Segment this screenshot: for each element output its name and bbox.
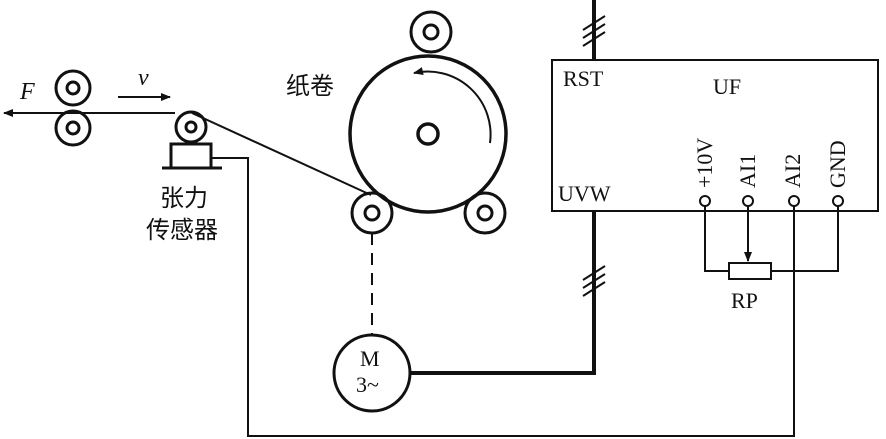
- uf-label: UF: [713, 74, 742, 99]
- upper-feed-roller: [54, 69, 92, 107]
- velocity-label: v: [138, 65, 149, 91]
- terminal-ai2-label: AI2: [780, 153, 805, 188]
- lower-feed-roller: [54, 109, 92, 147]
- terminal-ai2: [788, 195, 800, 207]
- uvw-motor-line: [410, 211, 596, 375]
- guide-rollers: [350, 10, 507, 235]
- paper-roll-label: 纸卷: [286, 72, 334, 100]
- terminal-ai1-label: AI1: [735, 153, 760, 188]
- paper-roll: [348, 54, 508, 214]
- drive-roller: [350, 191, 394, 235]
- rotation-arrow: [413, 67, 492, 144]
- terminal-10v: [699, 195, 711, 207]
- rp-label: RP: [731, 288, 758, 313]
- sensor-label-line2: 传感器: [146, 216, 218, 244]
- feedback-signal-line: [211, 157, 795, 437]
- sensor-label-line1: 张力: [160, 184, 208, 212]
- rp-resistor: [728, 262, 772, 280]
- paper-roll-hub: [416, 122, 440, 146]
- top-guide-roller: [409, 10, 453, 54]
- inverter-box: [551, 59, 879, 212]
- paper-web: [191, 112, 372, 196]
- power-wiring: [410, 0, 606, 375]
- paper-roll-body: [348, 54, 508, 214]
- motor-label-line2: 3~: [356, 372, 379, 397]
- terminal-gnd: [832, 195, 844, 207]
- feed-rollers: [54, 69, 92, 147]
- right-guide-roller: [463, 191, 507, 235]
- sensor-roller: [174, 110, 208, 144]
- uvw-label: UVW: [558, 181, 611, 206]
- sensor-housing: [169, 142, 213, 170]
- motor-label-line1: M: [360, 346, 380, 371]
- terminal-gnd-label: GND: [825, 140, 850, 188]
- terminal-ai1: [742, 195, 754, 207]
- rst-label: RST: [563, 66, 604, 91]
- tension-sensor: [162, 110, 222, 170]
- terminal-10v-label: +10V: [692, 137, 717, 188]
- force-label: F: [20, 79, 35, 105]
- potentiometer: [704, 206, 839, 280]
